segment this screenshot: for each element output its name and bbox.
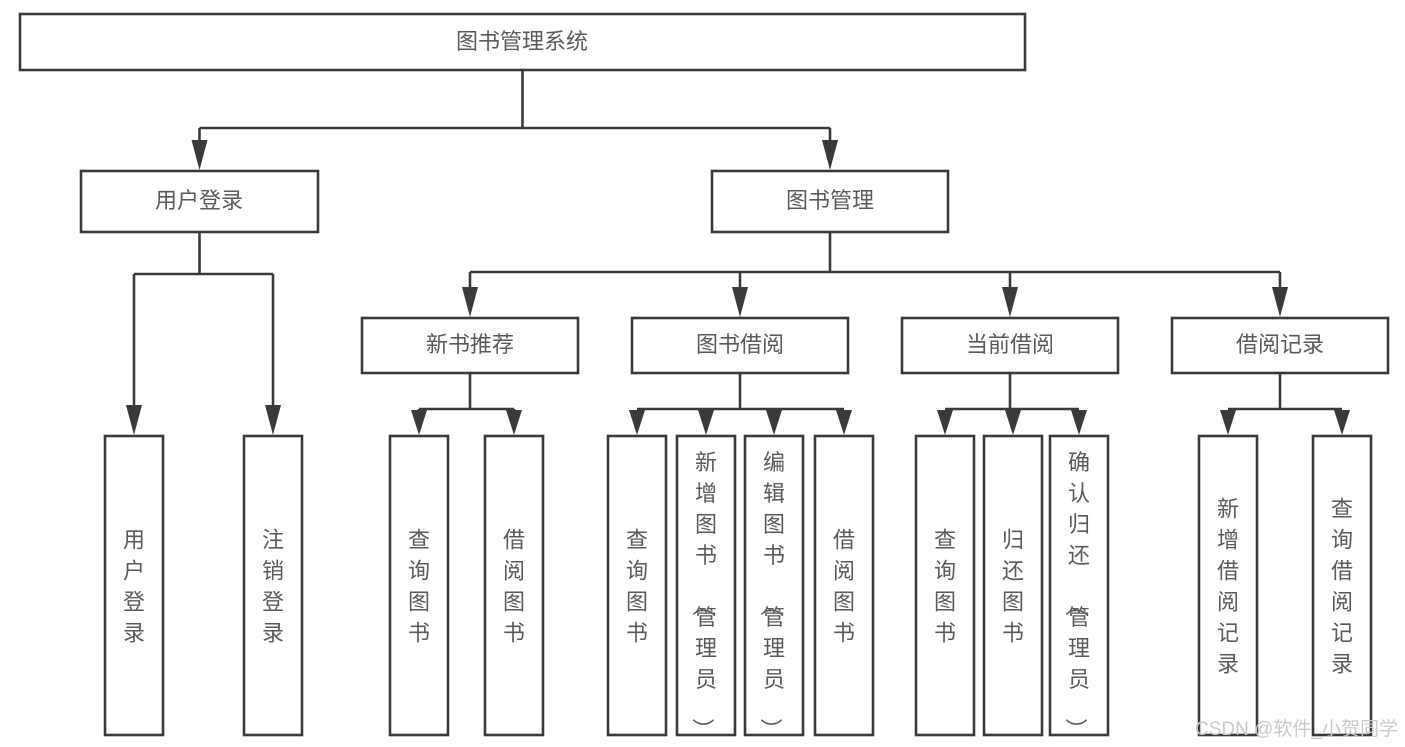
node-leaf-add-borrow-record-label: 新增借阅记录	[1217, 497, 1239, 677]
node-leaf-borrow-book-rec[interactable]: 借阅图书	[483, 434, 545, 737]
node-borrow-record-label: 借阅记录	[1236, 332, 1324, 357]
node-book-borrow[interactable]: 图书借阅	[630, 316, 850, 375]
node-leaf-add-book-admin-label: 新增图书（管理员）	[690, 450, 717, 740]
arrow-head-leaf-confirm-return-admin	[1071, 410, 1087, 435]
arrow-head-leaf-add-borrow-record	[1220, 410, 1236, 435]
node-leaf-query-book-rec-box[interactable]	[388, 434, 450, 737]
arrow-head-current-borrow	[1002, 287, 1018, 317]
watermark-label: CSDN @软件_小贺同学	[1195, 718, 1398, 740]
node-leaf-borrow-book-rec-label: 借阅图书	[503, 528, 525, 646]
node-leaf-user-login[interactable]: 用户登录	[103, 434, 165, 737]
node-leaf-query-book-rec-label: 查询图书	[408, 528, 430, 646]
node-root-box[interactable]	[18, 12, 1027, 72]
node-leaf-confirm-return-admin-label: 确认归还（管理员）	[1063, 450, 1090, 740]
node-leaf-user-login-box[interactable]	[103, 434, 165, 737]
node-leaf-return-book-box[interactable]	[982, 434, 1044, 737]
node-leaf-user-logout-box[interactable]	[242, 434, 304, 737]
node-leaf-query-book-borrow-label: 查询图书	[626, 528, 648, 646]
node-leaf-query-borrow-record[interactable]: 查询借阅记录	[1311, 434, 1373, 737]
arrow-head-leaf-user-logout	[265, 405, 281, 435]
arrow-head-leaf-query-book-rec	[411, 410, 427, 435]
node-book-manage-box[interactable]	[710, 169, 950, 234]
node-new-book-recommend[interactable]: 新书推荐	[360, 316, 580, 375]
node-user-login-label: 用户登录	[155, 188, 243, 213]
node-leaf-edit-book-admin-box[interactable]	[743, 434, 805, 737]
arrow-head-user-login	[191, 140, 208, 170]
node-leaf-add-book-admin[interactable]: 新增图书（管理员）	[675, 434, 737, 740]
node-root[interactable]: 图书管理系统	[18, 12, 1027, 72]
node-leaf-edit-book-admin[interactable]: 编辑图书（管理员）	[743, 434, 805, 740]
leaf-node-layer: 用户登录 注销登录 查询图书 借阅图书 查询图书 新增图书（管理员） 编辑图书（管理员） 借阅…	[103, 434, 1373, 740]
node-borrow-record-box[interactable]	[1170, 316, 1390, 375]
node-book-manage-label: 图书管理	[786, 188, 874, 213]
node-new-book-recommend-label: 新书推荐	[426, 332, 514, 357]
node-current-borrow-label: 当前借阅	[966, 332, 1054, 357]
node-leaf-query-book-borrow-box[interactable]	[606, 434, 668, 737]
arrow-head-leaf-add-book-admin	[698, 410, 714, 435]
node-book-manage[interactable]: 图书管理	[710, 169, 950, 234]
connector-layer	[126, 70, 1350, 435]
arrow-head-book-manage	[822, 140, 838, 170]
node-book-borrow-label: 图书借阅	[696, 332, 784, 357]
node-user-login-box[interactable]	[79, 169, 320, 234]
node-leaf-borrow-book-label: 借阅图书	[833, 528, 855, 646]
arrow-head-leaf-borrow-book-rec	[506, 410, 522, 435]
node-leaf-query-book-current[interactable]: 查询图书	[914, 434, 976, 737]
node-leaf-user-logout-label: 注销登录	[262, 528, 284, 646]
node-root-label: 图书管理系统	[456, 29, 588, 54]
node-leaf-user-logout[interactable]: 注销登录	[242, 434, 304, 737]
node-borrow-record[interactable]: 借阅记录	[1170, 316, 1390, 375]
node-leaf-add-borrow-record-box[interactable]	[1197, 434, 1259, 737]
arrow-head-leaf-borrow-book	[836, 410, 852, 435]
node-leaf-query-borrow-record-box[interactable]	[1311, 434, 1373, 737]
arrow-head-leaf-user-login	[126, 405, 142, 435]
node-leaf-return-book[interactable]: 归还图书	[982, 434, 1044, 737]
arrow-head-new-book-recommend	[462, 287, 478, 317]
node-current-borrow-box[interactable]	[900, 316, 1120, 375]
arrow-head-leaf-query-book-current	[937, 410, 953, 435]
node-leaf-edit-book-admin-label: 编辑图书（管理员）	[758, 450, 785, 740]
node-book-borrow-box[interactable]	[630, 316, 850, 375]
arrow-head-book-borrow	[732, 287, 748, 317]
node-leaf-user-login-label: 用户登录	[123, 528, 145, 646]
node-new-book-recommend-box[interactable]	[360, 316, 580, 375]
node-leaf-query-book-current-box[interactable]	[914, 434, 976, 737]
arrow-head-leaf-edit-book-admin	[766, 410, 782, 435]
arrow-head-leaf-query-borrow-record	[1334, 410, 1350, 435]
node-leaf-query-book-borrow[interactable]: 查询图书	[606, 434, 668, 737]
node-leaf-confirm-return-admin[interactable]: 确认归还（管理员）	[1048, 434, 1110, 740]
arrow-head-borrow-record	[1272, 287, 1288, 317]
node-user-login[interactable]: 用户登录	[79, 169, 320, 234]
node-leaf-borrow-book-box[interactable]	[813, 434, 875, 737]
node-current-borrow[interactable]: 当前借阅	[900, 316, 1120, 375]
node-leaf-query-borrow-record-label: 查询借阅记录	[1331, 497, 1353, 677]
arrow-head-leaf-return-book	[1005, 410, 1021, 435]
node-leaf-borrow-book-rec-box[interactable]	[483, 434, 545, 737]
node-leaf-add-borrow-record[interactable]: 新增借阅记录	[1197, 434, 1259, 737]
node-leaf-confirm-return-admin-box[interactable]	[1048, 434, 1110, 737]
arrow-head-leaf-query-book-borrow	[629, 410, 645, 435]
node-leaf-borrow-book[interactable]: 借阅图书	[813, 434, 875, 737]
node-leaf-add-book-admin-box[interactable]	[675, 434, 737, 737]
node-leaf-query-book-current-label: 查询图书	[934, 528, 956, 646]
node-leaf-return-book-label: 归还图书	[1002, 528, 1024, 646]
node-leaf-query-book-rec[interactable]: 查询图书	[388, 434, 450, 737]
